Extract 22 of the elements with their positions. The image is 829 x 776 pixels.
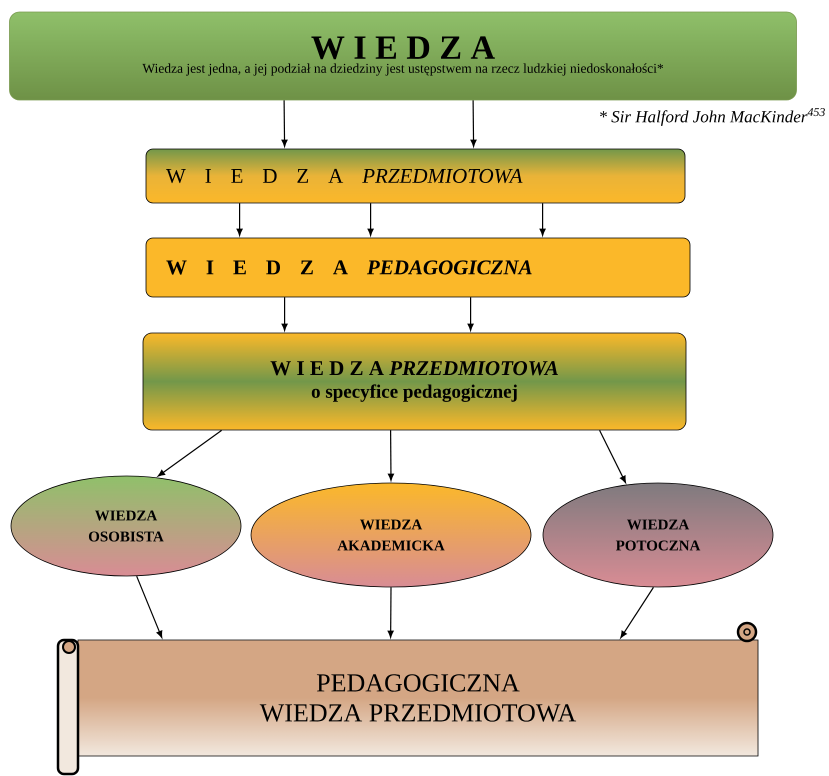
arrow	[540, 203, 546, 236]
footnote-text: * Sir Halford John MacKinder$^{453}$	[600, 108, 825, 126]
arrow	[468, 297, 474, 331]
arrow	[470, 100, 477, 147]
ellipse-node: WIEDZA POTOCZNA	[542, 482, 774, 588]
title-box: W I E D Z A Wiedza jest jedna, a jej podział na dziedziny jest ustępstwem na rzecz ludzkiej niedoskonałości*	[9, 12, 797, 100]
scroll-banner: PEDAGOGICZNA WIEDZA PRZEDMIOTOWA	[56, 622, 758, 776]
process-box: W I E D Z A PRZEDMIOTOWA	[146, 148, 686, 204]
arrow	[158, 430, 222, 477]
ellipse-node: WIEDZA AKADEMICKA	[250, 482, 532, 588]
arrow	[368, 203, 374, 236]
arrow	[388, 430, 394, 481]
process-box: W I E D Z A PEDAGOGICZNA	[146, 238, 690, 298]
arrow	[236, 203, 243, 236]
arrow	[388, 587, 394, 638]
ellipse-node: WIEDZA OSOBISTA	[10, 476, 242, 576]
arrow	[136, 576, 162, 638]
arrow	[620, 587, 654, 638]
arrow	[281, 100, 288, 147]
arrow	[282, 297, 288, 331]
arrow	[599, 430, 626, 484]
process-box: W I E D Z A PRZEDMIOTOWA o specyfice pedagogicznej	[142, 332, 686, 430]
